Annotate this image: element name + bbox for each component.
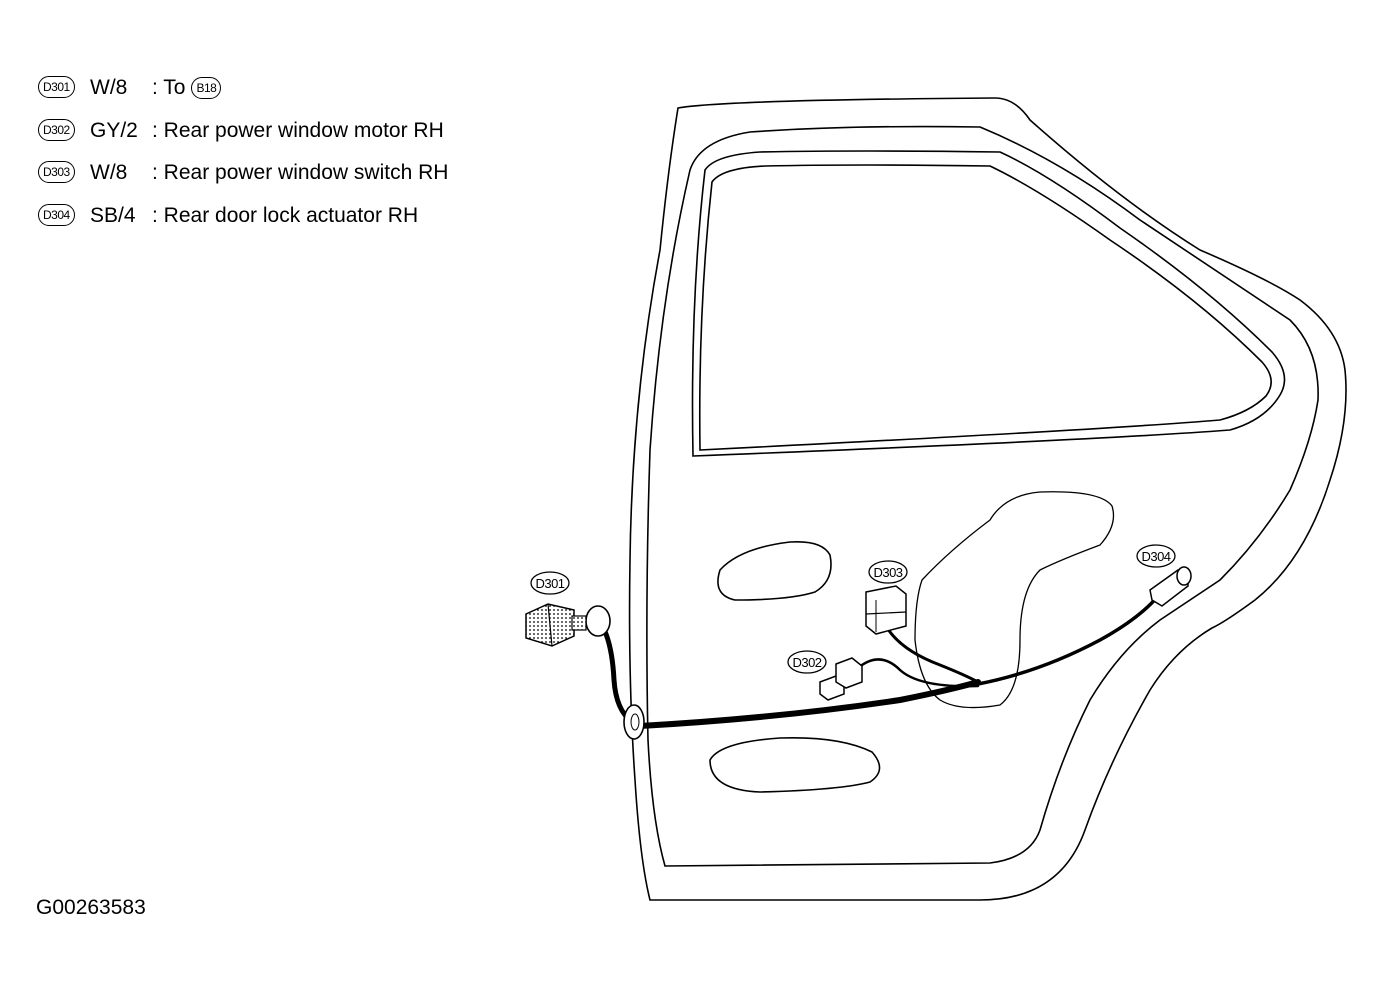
reference-badge: B18 (191, 77, 222, 99)
access-hole-upper-right (914, 491, 1115, 709)
callout-d303-label: D303 (873, 565, 902, 580)
legend-description: : To (152, 76, 186, 99)
callout-d302: D302 (787, 650, 827, 674)
legend-description: : Rear power window switch RH (152, 161, 449, 184)
wire-spec: GY/2 (90, 118, 138, 142)
d301-connector (525, 603, 587, 647)
legend-description: : Rear power window motor RH (152, 118, 444, 142)
door-grommet-inner (630, 713, 640, 731)
callout-d304-label: D304 (1141, 549, 1170, 564)
callout-d304: D304 (1136, 544, 1176, 568)
wire-spec: SB/4 (90, 203, 136, 227)
callout-d303: D303 (868, 560, 908, 584)
door-outer-outline (628, 97, 1347, 901)
harness-branch-d303 (884, 624, 980, 684)
callout-d301-label: D301 (535, 576, 564, 591)
door-grommet (623, 704, 645, 740)
connector-badge: D301 (38, 76, 75, 98)
wire-spec: W/8 (90, 76, 128, 99)
legend-description: : Rear door lock actuator RH (152, 203, 419, 227)
d304-connector (1149, 566, 1192, 607)
callout-d302-label: D302 (792, 655, 821, 670)
d301-grommet (585, 605, 611, 637)
harness-to-d301 (575, 617, 635, 725)
harness-branch-d302 (856, 658, 980, 688)
harness-branch-d304 (976, 592, 1162, 686)
window-frame-outer (691, 150, 1286, 457)
d303-connector (865, 585, 907, 635)
main-harness (637, 679, 981, 729)
connector-badge: D302 (38, 118, 75, 141)
callout-d301: D301 (530, 571, 570, 595)
access-hole-upper-left (717, 540, 832, 601)
door-inner-outline (646, 125, 1319, 867)
access-hole-lower (709, 736, 881, 793)
wire-spec: W/8 (90, 161, 128, 184)
window-glass (698, 164, 1272, 451)
connector-badge: D304 (38, 203, 75, 226)
d302-connector (819, 657, 863, 701)
figure-id: G00263583 (36, 896, 146, 919)
connector-badge: D303 (38, 161, 75, 183)
